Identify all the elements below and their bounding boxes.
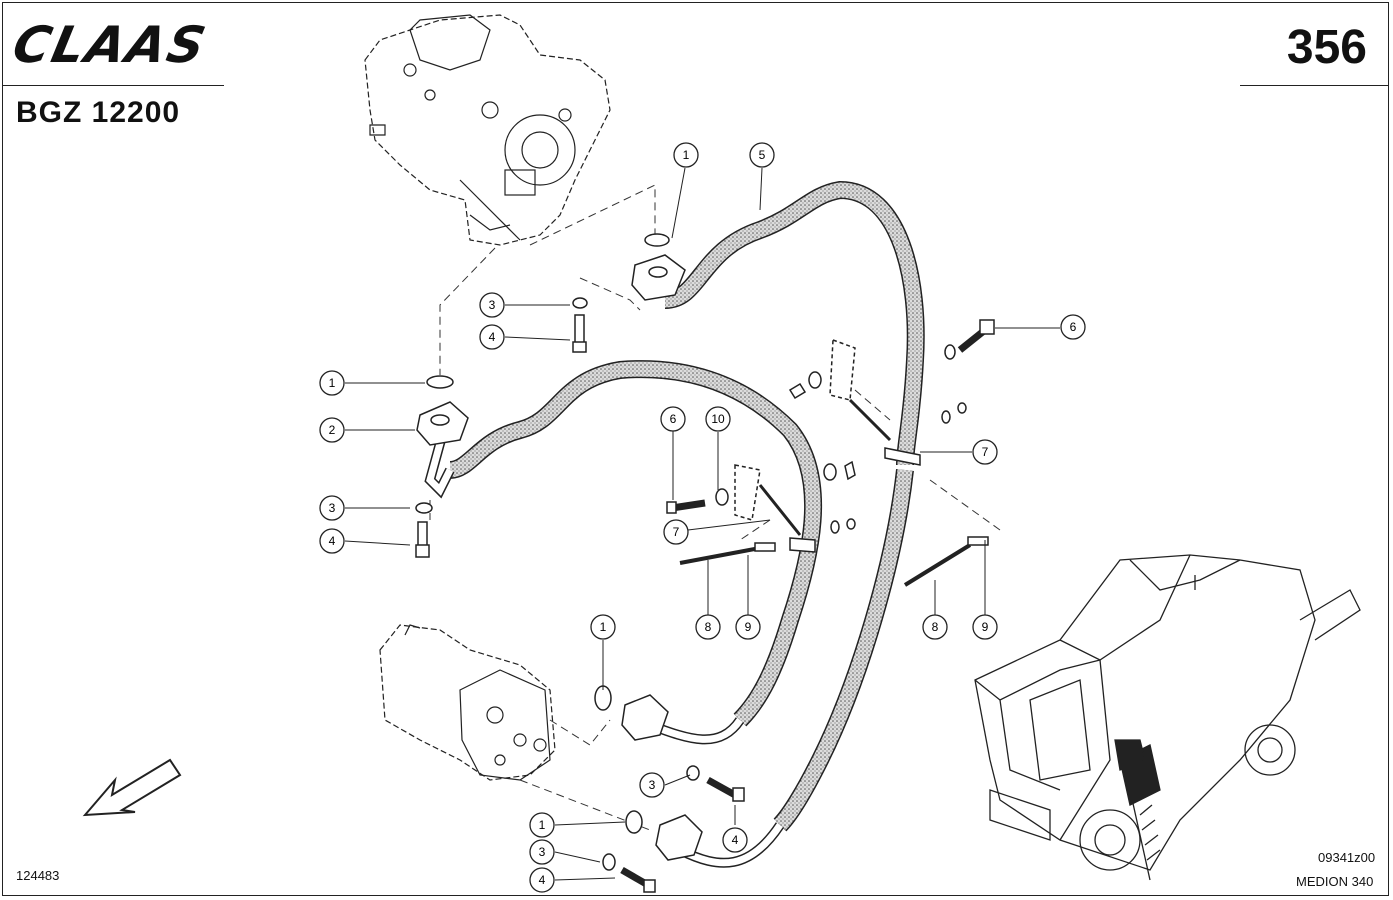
callout-7b: 7 xyxy=(972,439,998,465)
hose-lower xyxy=(424,360,823,745)
header-rule-right xyxy=(1240,85,1389,86)
svg-text:7: 7 xyxy=(673,525,680,539)
bottom-pump-sketch xyxy=(379,624,556,781)
callout-9b: 9 xyxy=(972,614,998,640)
callout-4d: 4 xyxy=(529,867,555,893)
hose-upper xyxy=(664,180,925,868)
callout-4b: 4 xyxy=(319,528,345,554)
combine-harvester-icon xyxy=(974,554,1361,881)
callout-leaders xyxy=(344,167,1060,881)
callout-4a: 4 xyxy=(479,324,505,350)
callout-3c: 3 xyxy=(639,772,665,798)
header-rule-left xyxy=(2,85,224,86)
svg-text:6: 6 xyxy=(1070,320,1077,334)
callout-4c: 4 xyxy=(722,827,748,853)
svg-text:6: 6 xyxy=(670,412,677,426)
footer-left-code: 124483 xyxy=(16,868,60,883)
flange-fittings xyxy=(416,254,703,861)
dashed-leaders xyxy=(429,184,1001,831)
svg-text:3: 3 xyxy=(489,298,496,312)
callout-10: 10 xyxy=(705,406,731,432)
svg-text:7: 7 xyxy=(982,445,989,459)
svg-text:3: 3 xyxy=(649,778,656,792)
svg-text:4: 4 xyxy=(539,873,546,887)
svg-text:3: 3 xyxy=(329,501,336,515)
footer-model: MEDION 340 xyxy=(1296,874,1374,889)
svg-text:4: 4 xyxy=(732,833,739,847)
drawing-code: BGZ 12200 xyxy=(16,96,181,129)
callout-5: 5 xyxy=(749,142,775,168)
callout-1b: 1 xyxy=(319,370,345,396)
top-pump-sketch xyxy=(364,14,611,246)
callout-1d: 1 xyxy=(529,812,555,838)
callout-6a: 6 xyxy=(1060,314,1086,340)
callout-7a: 7 xyxy=(663,519,689,545)
svg-text:2: 2 xyxy=(329,423,336,437)
callout-3a: 3 xyxy=(479,292,505,318)
callout-1a: 1 xyxy=(673,142,699,168)
svg-text:1: 1 xyxy=(329,376,336,390)
callout-8b: 8 xyxy=(922,614,948,640)
svg-text:1: 1 xyxy=(600,620,607,634)
callout-8a: 8 xyxy=(695,614,721,640)
svg-text:8: 8 xyxy=(705,620,712,634)
callout-3d: 3 xyxy=(529,839,555,865)
svg-text:9: 9 xyxy=(982,620,989,634)
footer-right-code: 09341z00 xyxy=(1318,850,1376,865)
svg-text:9: 9 xyxy=(745,620,752,634)
svg-text:10: 10 xyxy=(711,412,725,426)
callout-3b: 3 xyxy=(319,495,345,521)
direction-arrow-icon xyxy=(82,758,182,817)
callout-markers: 1 5 3 4 6 1 2 3 4 6 10 7 7 8 9 8 9 1 3 4… xyxy=(319,142,1086,893)
callout-9a: 9 xyxy=(735,614,761,640)
callout-1c: 1 xyxy=(590,614,616,640)
svg-text:3: 3 xyxy=(539,845,546,859)
svg-text:5: 5 xyxy=(759,148,766,162)
callout-2: 2 xyxy=(319,417,345,443)
callout-6b: 6 xyxy=(660,406,686,432)
svg-text:8: 8 xyxy=(932,620,939,634)
page-number: 356 xyxy=(1286,21,1367,74)
svg-text:4: 4 xyxy=(329,534,336,548)
svg-text:4: 4 xyxy=(489,330,496,344)
svg-text:1: 1 xyxy=(539,818,546,832)
small-hardware xyxy=(415,233,995,893)
svg-text:1: 1 xyxy=(683,148,690,162)
